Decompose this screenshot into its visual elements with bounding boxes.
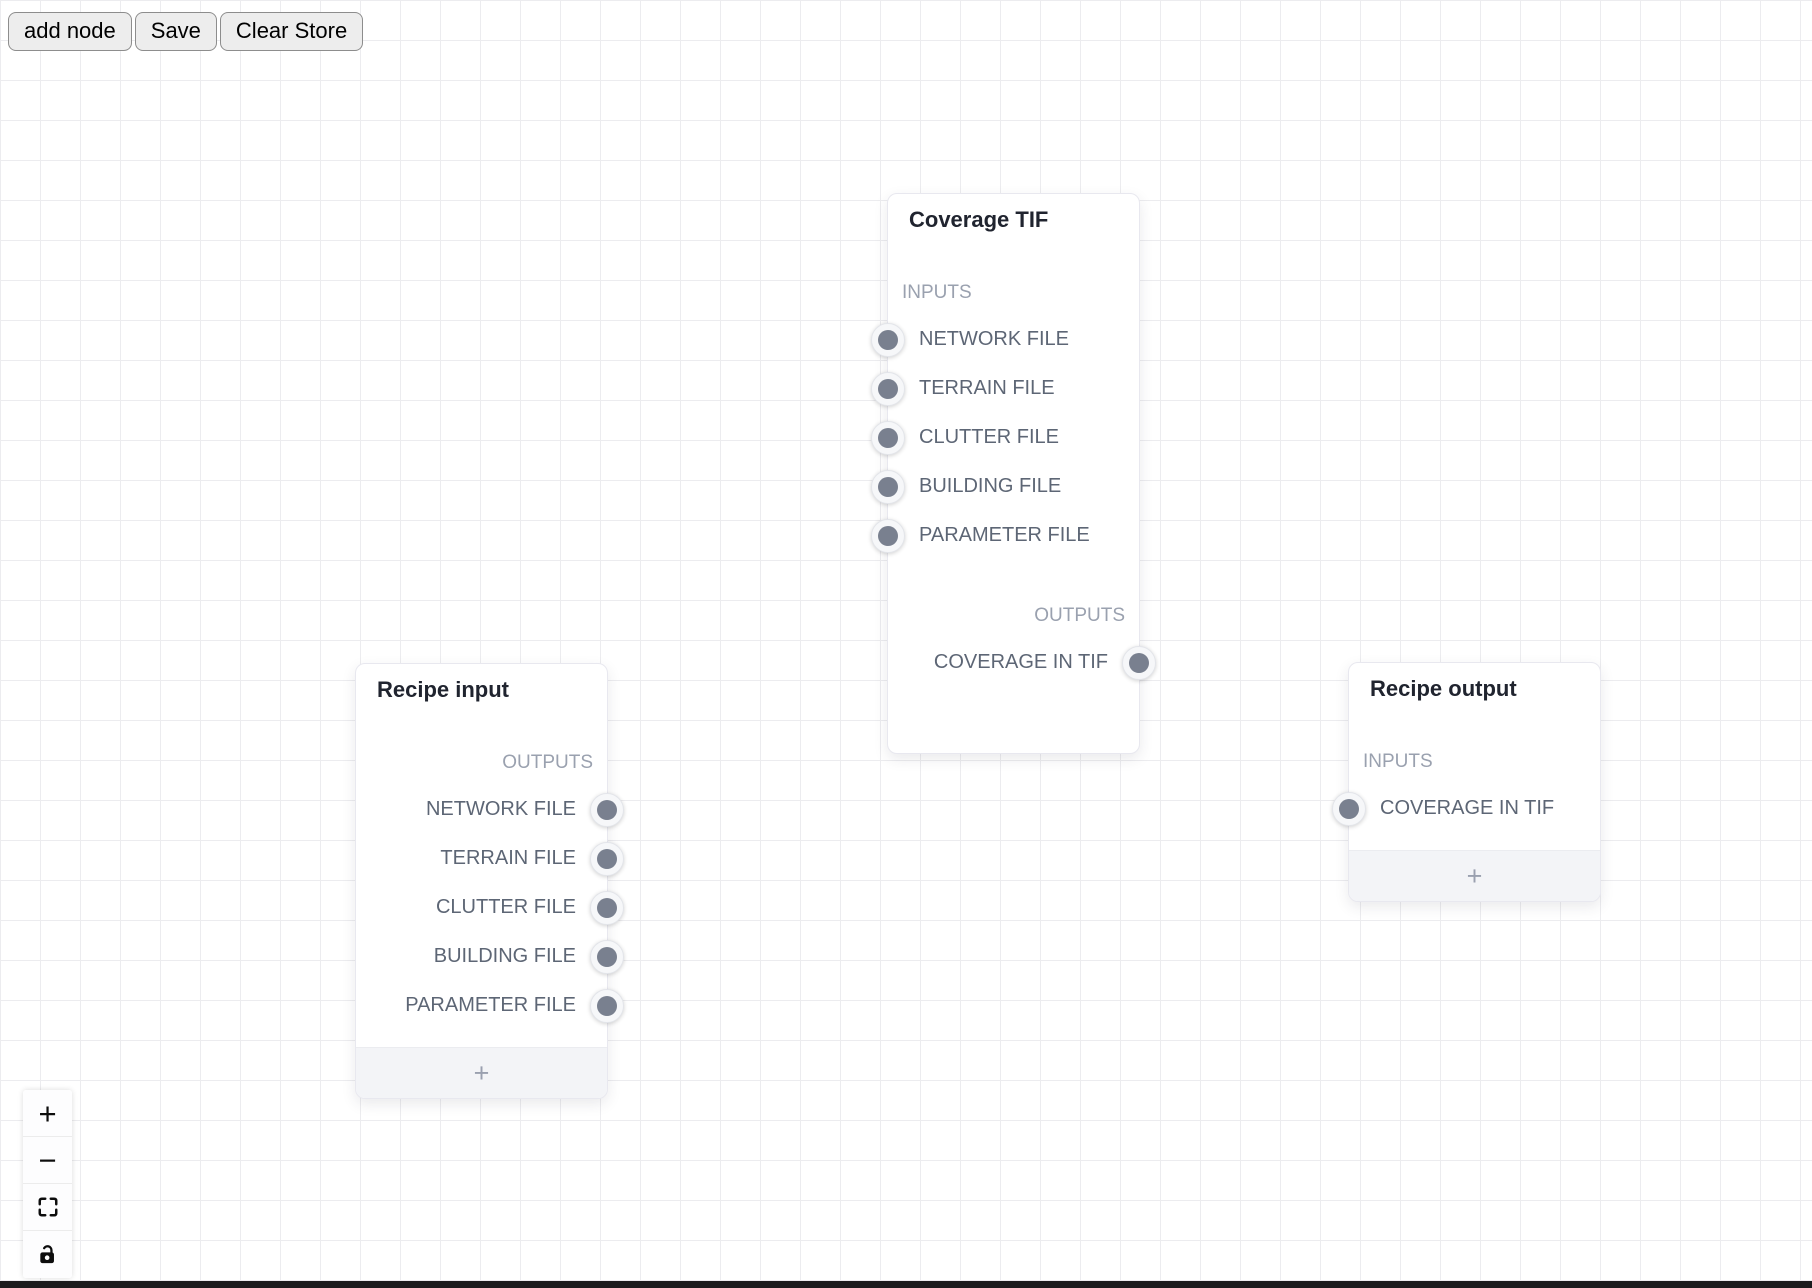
port-handle-clutter-file-in[interactable] (871, 420, 905, 455)
add-port-button[interactable]: + (356, 1047, 607, 1098)
port-label: BUILDING FILE (433, 945, 576, 967)
window-edge-bar (0, 1281, 1812, 1288)
port-handle-parameter-file-in[interactable] (871, 518, 905, 553)
plus-icon: + (1466, 860, 1483, 891)
port-row: COVERAGE IN TIF (888, 638, 1156, 687)
port-label: NETWORK FILE (425, 798, 576, 820)
port-row: TERRAIN FILE (871, 364, 1139, 413)
unlock-icon (40, 1245, 54, 1264)
port-row: NETWORK FILE (871, 315, 1139, 364)
port-label: COVERAGE IN TIF (933, 651, 1108, 673)
section-label-inputs: INPUTS (1363, 751, 1433, 772)
add-port-button[interactable]: + (1349, 850, 1600, 901)
port-row: TERRAIN FILE (356, 834, 624, 883)
port-label: BUILDING FILE (919, 475, 1062, 497)
port-row: CLUTTER FILE (871, 413, 1139, 462)
fit-view-button[interactable] (23, 1184, 72, 1231)
zoom-out-button[interactable]: − (23, 1137, 72, 1184)
port-handle-building-file-in[interactable] (871, 469, 905, 504)
port-handle-terrain-file-in[interactable] (871, 371, 905, 406)
port-handle-network-file-in[interactable] (871, 322, 905, 357)
port-row: PARAMETER FILE (356, 981, 624, 1030)
minus-icon: − (38, 1142, 57, 1178)
node-recipe-input[interactable]: Recipe input OUTPUTS NETWORK FILE TERRAI… (355, 663, 624, 1099)
port-label: TERRAIN FILE (919, 377, 1055, 399)
canvas-controls: + − (23, 1090, 72, 1278)
section-label-outputs: OUTPUTS (1034, 605, 1125, 626)
port-label: PARAMETER FILE (919, 524, 1090, 546)
fit-view-icon (38, 1197, 57, 1217)
node-title: Recipe input (377, 677, 510, 702)
port-handle-network-file-out[interactable] (590, 792, 624, 827)
node-recipe-output[interactable]: Recipe output INPUTS COVERAGE IN TIF + (1332, 662, 1601, 902)
port-handle-coverage-in-tif-out[interactable] (1122, 645, 1156, 680)
section-label-inputs: INPUTS (902, 282, 972, 303)
toolbar: add node Save Clear Store (8, 12, 364, 51)
port-handle-clutter-file-out[interactable] (590, 890, 624, 925)
port-label: TERRAIN FILE (440, 847, 576, 869)
port-row: BUILDING FILE (356, 932, 624, 981)
save-button[interactable]: Save (134, 12, 217, 51)
port-label: NETWORK FILE (919, 328, 1070, 350)
port-label: CLUTTER FILE (919, 426, 1060, 448)
node-title: Recipe output (1370, 676, 1517, 701)
port-handle-parameter-file-out[interactable] (590, 988, 624, 1023)
port-row: CLUTTER FILE (356, 883, 624, 932)
port-label: CLUTTER FILE (435, 896, 576, 918)
add-node-button[interactable]: add node (8, 12, 132, 51)
plus-icon: + (38, 1095, 57, 1131)
port-label: PARAMETER FILE (405, 994, 576, 1016)
port-handle-coverage-in-tif-in[interactable] (1332, 791, 1366, 826)
port-row: PARAMETER FILE (871, 511, 1139, 560)
port-handle-terrain-file-out[interactable] (590, 841, 624, 876)
port-row: COVERAGE IN TIF (1332, 784, 1600, 833)
port-row: BUILDING FILE (871, 462, 1139, 511)
port-label: COVERAGE IN TIF (1380, 797, 1555, 819)
plus-icon: + (473, 1057, 490, 1088)
port-row: NETWORK FILE (356, 785, 624, 834)
clear-store-button[interactable]: Clear Store (219, 12, 364, 51)
port-handle-building-file-out[interactable] (590, 939, 624, 974)
section-label-outputs: OUTPUTS (502, 752, 593, 773)
node-title: Coverage TIF (909, 207, 1049, 232)
node-coverage-tif[interactable]: Coverage TIF INPUTS NETWORK FILE TERRAIN… (871, 193, 1156, 754)
toggle-interactivity-button[interactable] (23, 1231, 72, 1278)
zoom-in-button[interactable]: + (23, 1090, 72, 1137)
